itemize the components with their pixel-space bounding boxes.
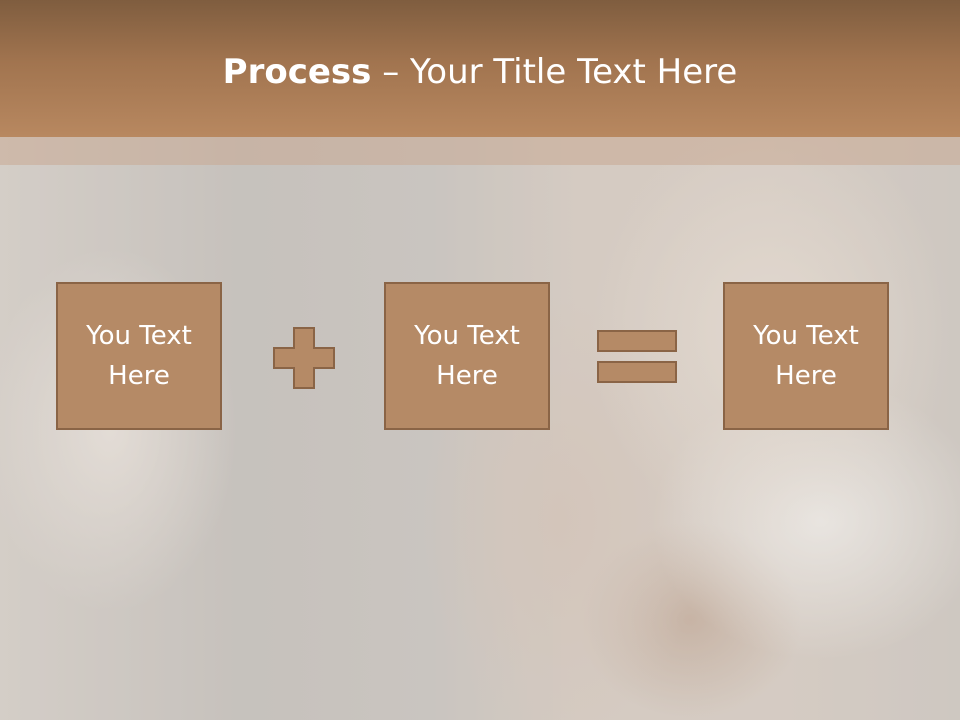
process-box-2[interactable]: You Text Here (384, 282, 550, 430)
title-band (0, 137, 960, 165)
process-box-1[interactable]: You Text Here (56, 282, 222, 430)
title-text: Your Title Text Here (410, 52, 738, 92)
slide-title[interactable]: Process – Your Title Text Here (0, 52, 960, 92)
process-box-3-text: You Text Here (753, 321, 859, 391)
equals-icon (597, 330, 677, 383)
title-bold: Process (222, 52, 372, 92)
title-bar (0, 0, 960, 137)
title-dash: – (371, 52, 411, 92)
process-box-1-text: You Text Here (86, 321, 192, 391)
process-box-3[interactable]: You Text Here (723, 282, 889, 430)
process-box-2-text: You Text Here (414, 321, 520, 391)
plus-icon (273, 327, 335, 389)
